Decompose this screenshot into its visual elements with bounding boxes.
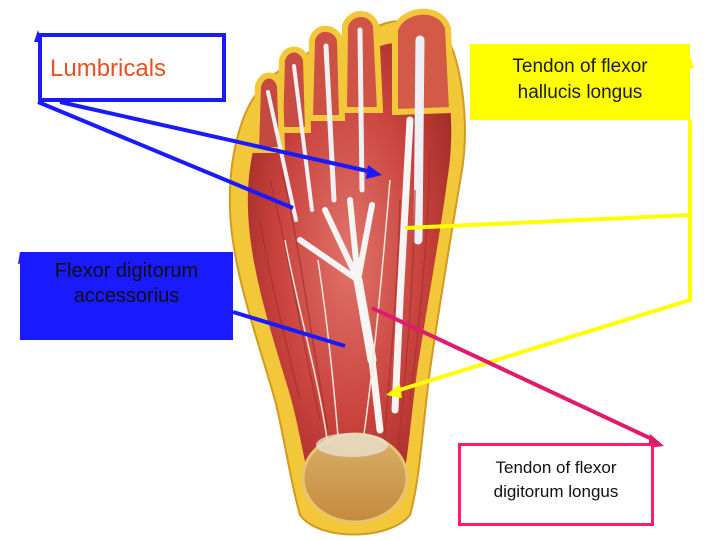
fda-label: Flexor digitorum accessorius	[20, 252, 233, 340]
lumbricals-text: Lumbricals	[50, 55, 167, 82]
fdl-text-line2: digitorum longus	[493, 482, 619, 501]
lumbricals-arrowhead	[366, 165, 382, 179]
lumbricals-pointer-1	[37, 100, 294, 210]
muscle-fibres	[259, 149, 431, 451]
fdl-pointer	[371, 306, 655, 442]
fhl-text-line1: Tendon of flexor	[512, 56, 648, 77]
fhl-pointer-2	[392, 215, 692, 394]
lumbricals-label: Lumbricals	[38, 33, 226, 102]
fhl-label: Tendon of flexor hallucis longus	[470, 44, 690, 120]
fda-text-line2: accessorius	[73, 285, 180, 307]
fhl-text-line2: hallucis longus	[517, 82, 643, 103]
fda-pointer	[232, 310, 346, 348]
foot-sole-illustration	[228, 8, 466, 536]
toe-fourth	[276, 46, 312, 133]
fdl-text-line1: Tendon of flexor	[495, 458, 617, 477]
pointer-lines	[18, 30, 694, 448]
fhl-arrowhead	[386, 384, 402, 398]
heel-tissue	[316, 433, 388, 457]
digital-tendons	[266, 27, 425, 245]
fda-text-line1: Flexor digitorum	[54, 260, 199, 282]
fdl-label: Tendon of flexor digitorum longus	[458, 443, 654, 526]
long-flexor-tendons	[297, 116, 414, 434]
lumbricals-pointer-2	[59, 100, 373, 174]
